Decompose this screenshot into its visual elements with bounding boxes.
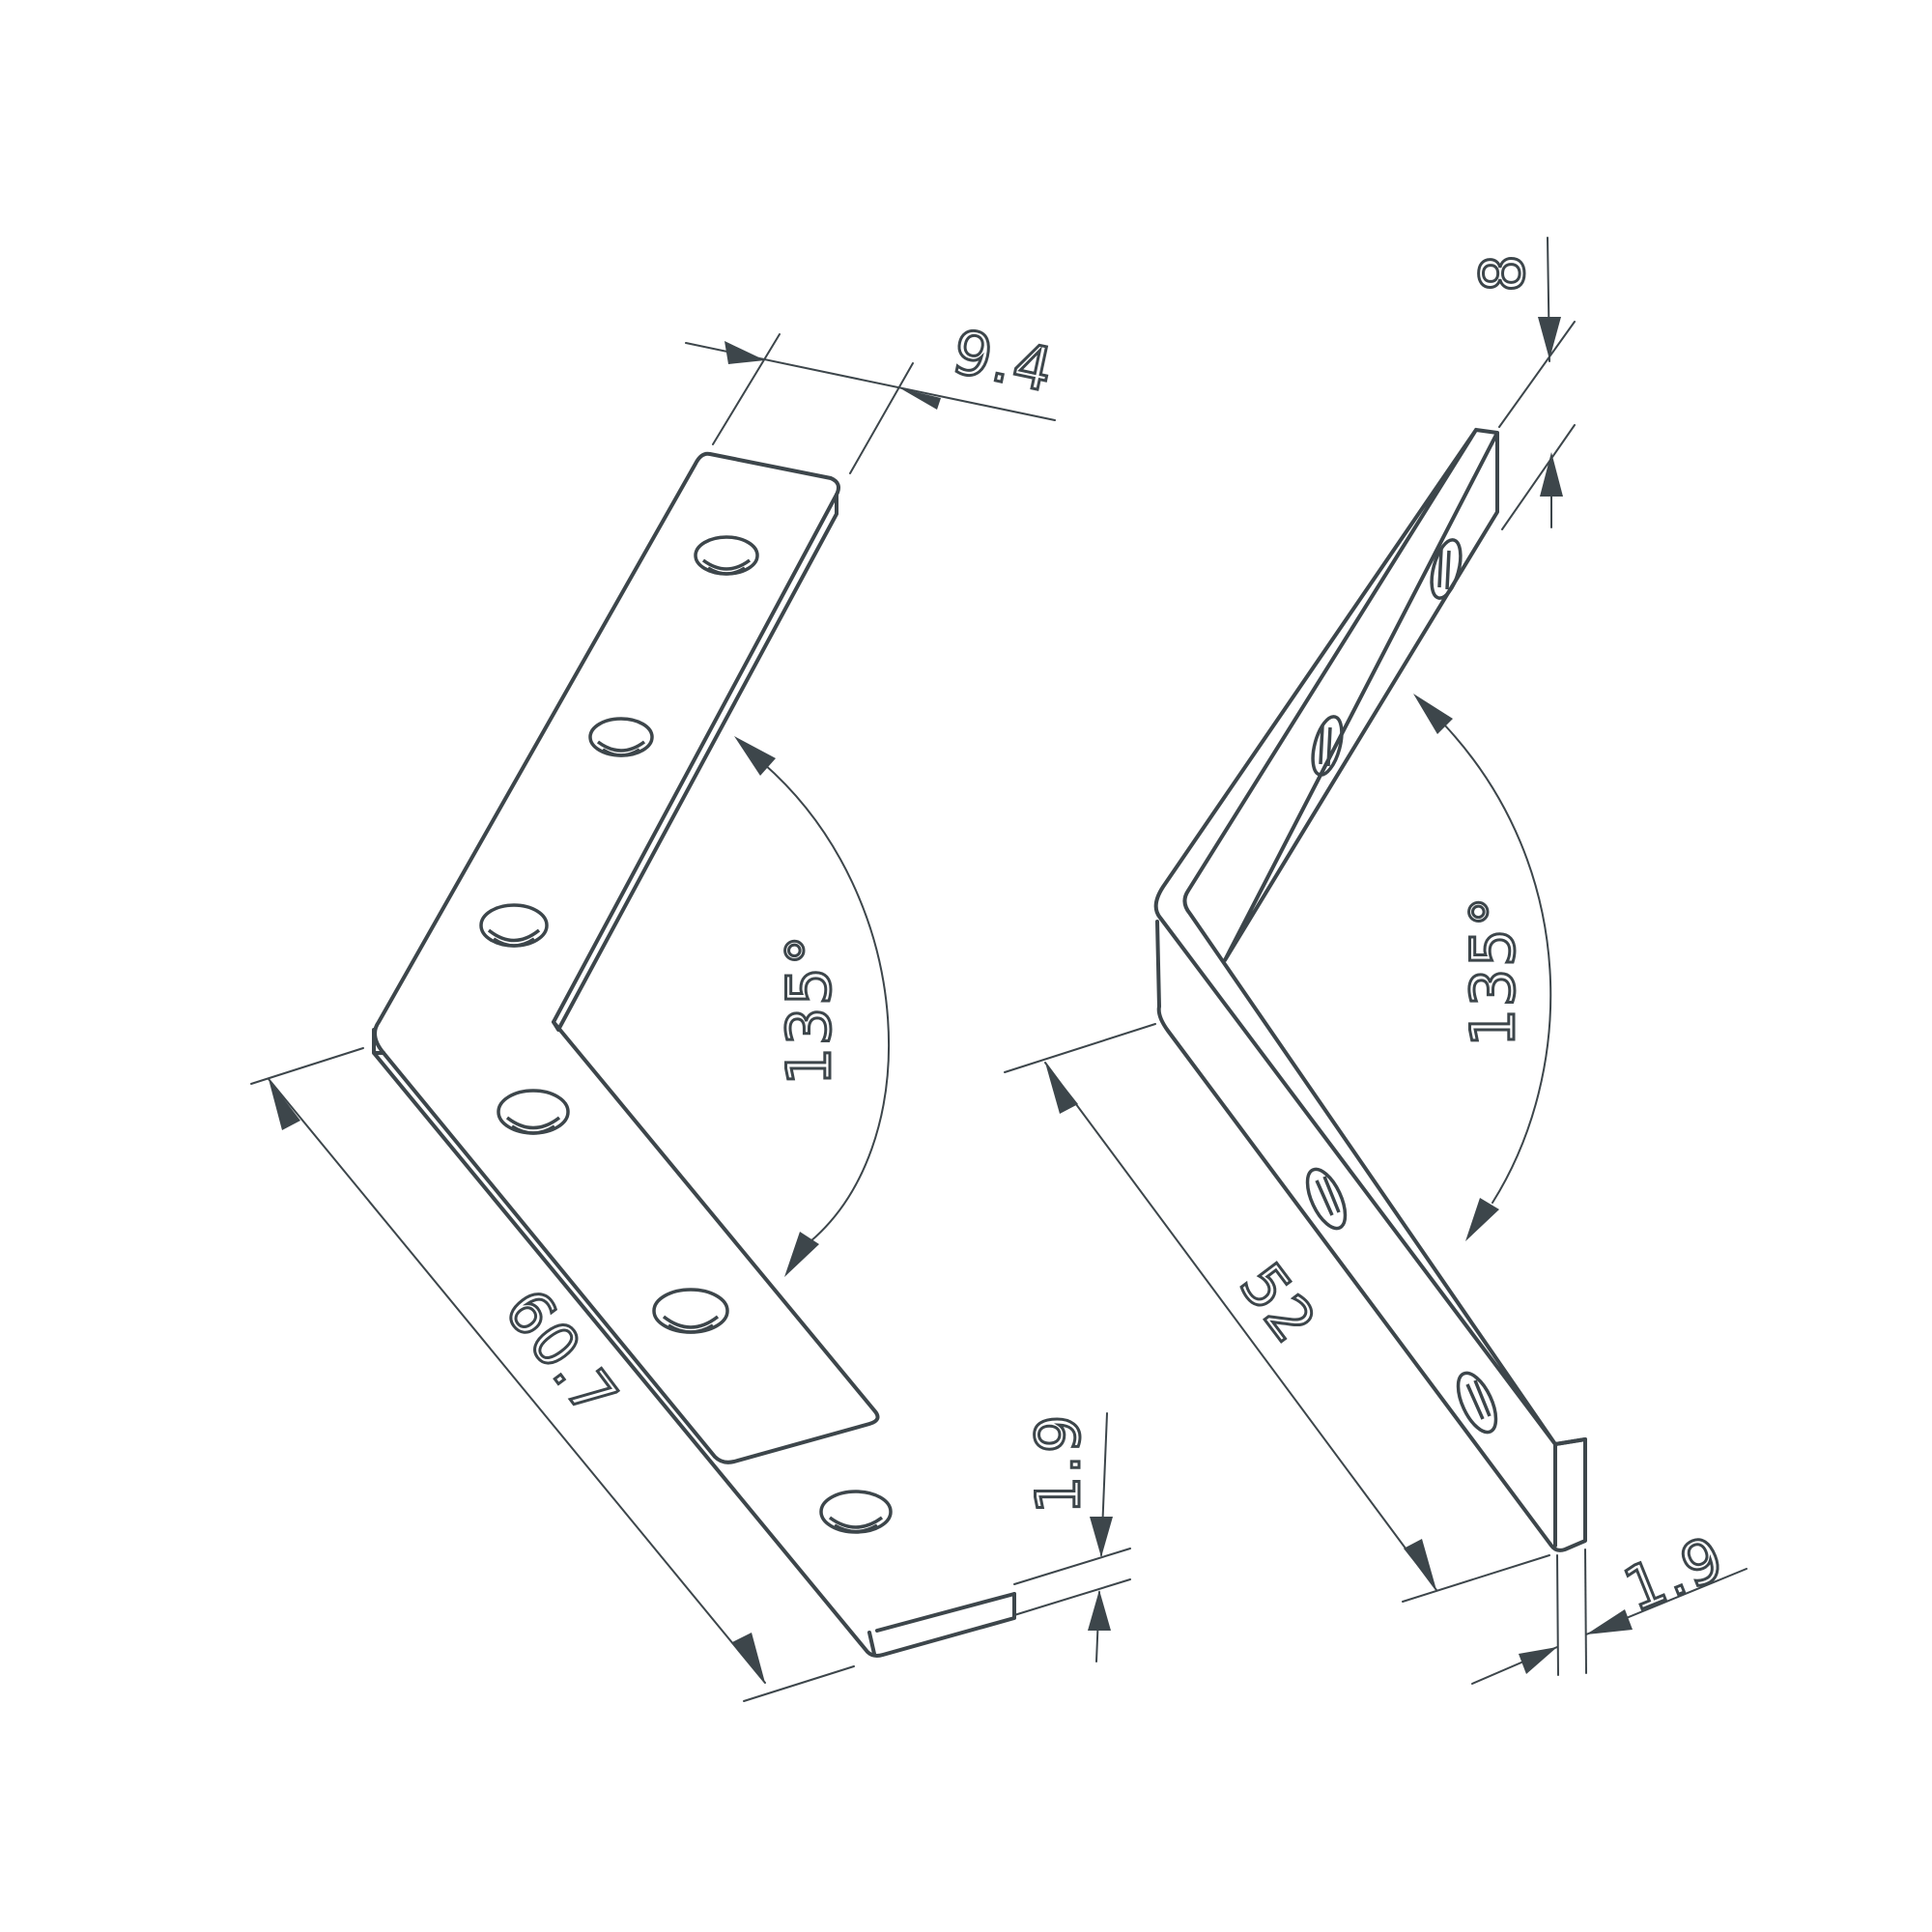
left-width-arrow-b <box>900 388 941 410</box>
left-bracket-bottom-edge <box>867 1592 1016 1656</box>
left-width-dimension: 9.4 <box>685 315 1062 474</box>
right-bracket-end-face <box>1553 1437 1587 1548</box>
right-width-dimension: 8 <box>1466 237 1576 530</box>
slot-4 <box>1456 1371 1498 1435</box>
right-angle-dimension: 135° <box>1413 694 1552 1241</box>
right-width-arrow-top <box>1538 317 1561 359</box>
left-bracket-inner-edge <box>552 493 838 1032</box>
right-angle-label: 135° <box>1458 895 1528 1046</box>
slot-1 <box>1430 538 1463 600</box>
left-thickness-arrow-top <box>1090 1517 1113 1557</box>
left-angle-arrow-top <box>734 736 776 776</box>
right-width-arrow-bottom <box>1540 452 1563 497</box>
right-bracket-holes <box>1305 538 1498 1435</box>
right-length-arrow-top <box>1045 1063 1078 1114</box>
right-thickness-arrow-left <box>1519 1647 1557 1674</box>
right-angle-arrow-bottom <box>1465 1198 1499 1241</box>
right-thickness-arrow-right <box>1586 1609 1633 1634</box>
left-bracket-side-edge <box>372 1028 1016 1658</box>
hole-4 <box>497 1089 570 1135</box>
left-length-arrow-bottom <box>732 1633 765 1683</box>
left-width-arrow-a <box>724 341 765 364</box>
left-length-dimension: 60.7 <box>250 1047 855 1702</box>
left-thickness-label: 1.9 <box>1023 1413 1094 1515</box>
slot-2 <box>1311 715 1344 777</box>
left-angle-dimension: 135° <box>734 736 891 1277</box>
left-thickness-arrow-bottom <box>1088 1590 1111 1631</box>
left-bracket-top-face <box>373 451 880 1464</box>
left-thickness-dimension: 1.9 <box>1013 1411 1131 1662</box>
hole-1 <box>694 535 759 576</box>
hole-5 <box>652 1288 729 1334</box>
left-length-label: 60.7 <box>491 1276 632 1432</box>
left-angle-label: 135° <box>774 933 844 1085</box>
right-bracket: 8 135° 52 1.9 <box>1004 237 1747 1685</box>
hole-3 <box>479 903 549 948</box>
left-bracket: 9.4 135° 60.7 1.9 <box>250 315 1131 1702</box>
slot-3 <box>1305 1167 1348 1231</box>
hole-6 <box>819 1490 893 1534</box>
hole-2 <box>588 717 654 757</box>
left-angle-arrow-bottom <box>784 1232 819 1277</box>
right-length-label: 52 <box>1226 1250 1330 1356</box>
left-width-label: 9.4 <box>947 316 1061 406</box>
right-width-label: 8 <box>1467 252 1538 292</box>
left-length-arrow-top <box>269 1079 300 1130</box>
left-bracket-holes <box>479 535 893 1534</box>
right-angle-arrow-top <box>1413 694 1453 734</box>
right-thickness-dimension: 1.9 <box>1471 1520 1747 1685</box>
right-length-arrow-bottom <box>1404 1539 1436 1590</box>
right-thickness-label: 1.9 <box>1614 1521 1734 1625</box>
right-bracket-outline <box>1153 428 1587 1552</box>
right-length-dimension: 52 <box>1004 1023 1550 1603</box>
